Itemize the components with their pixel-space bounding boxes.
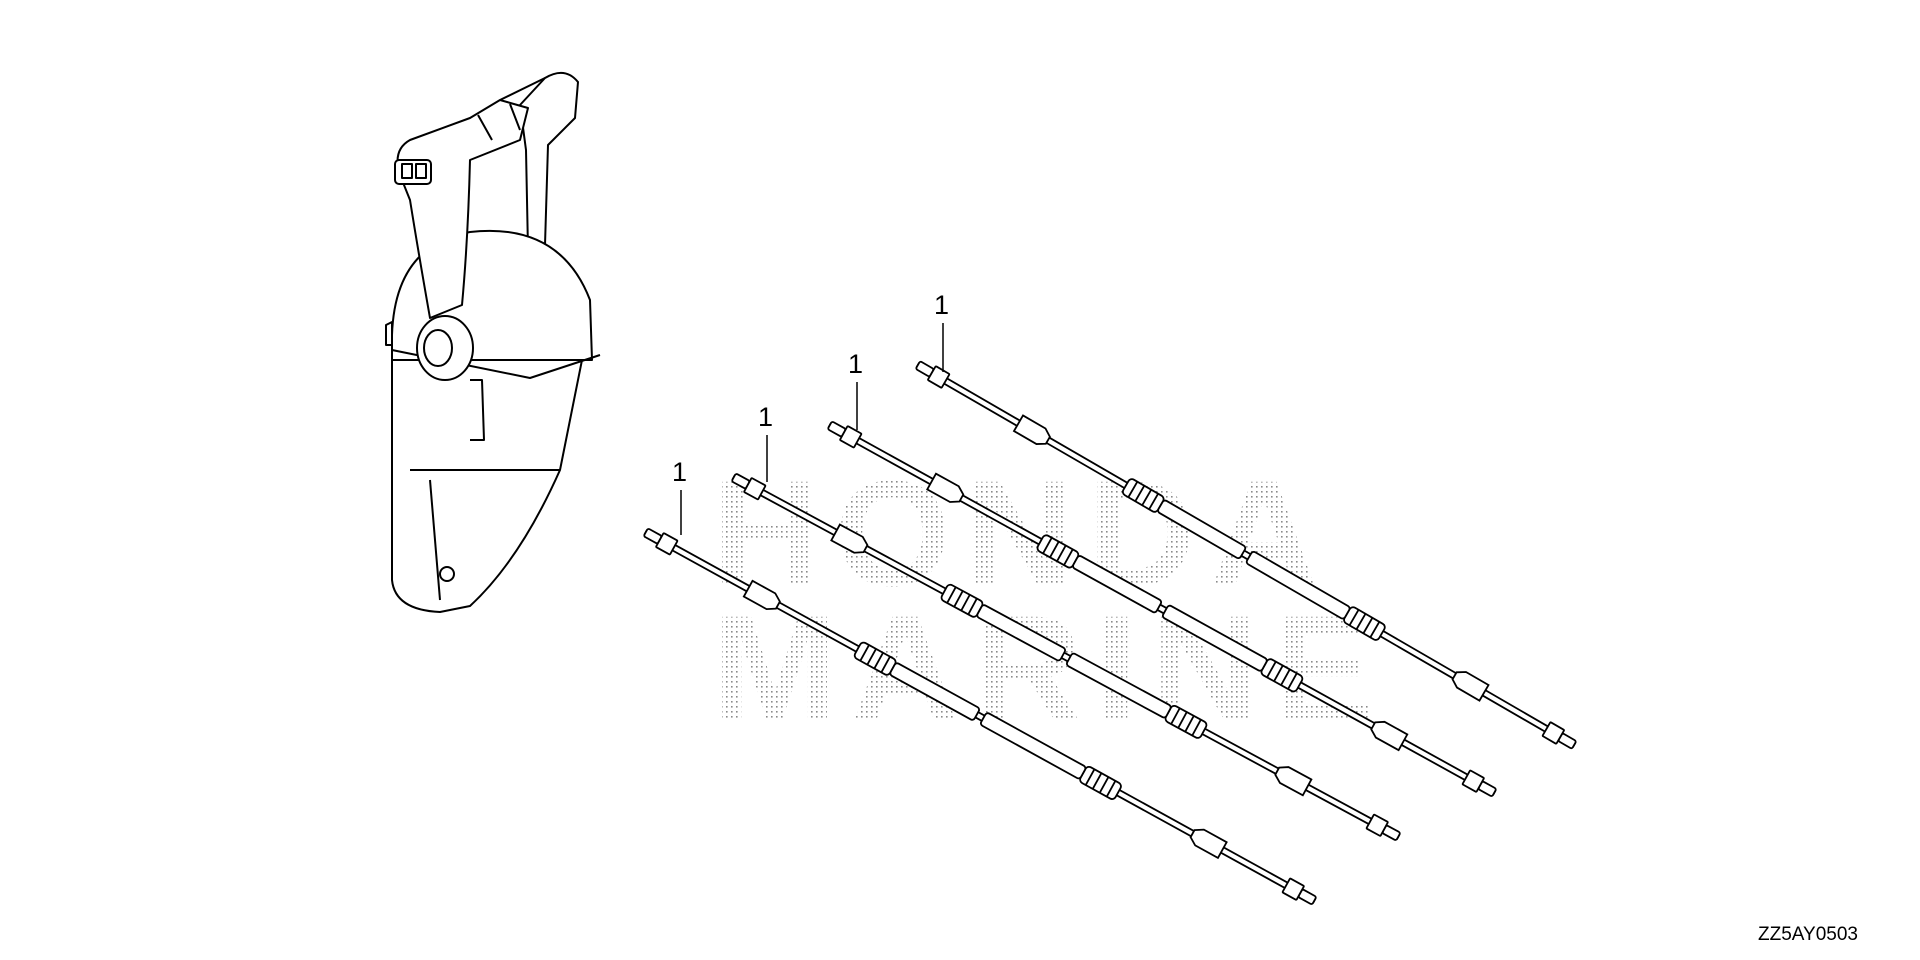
fitting-rib (1355, 613, 1367, 630)
control-cable[interactable] (641, 524, 1318, 908)
fitting-rib (1127, 481, 1139, 498)
hex-nut (1365, 813, 1389, 837)
ferrule (1274, 766, 1313, 797)
ferrule (926, 472, 965, 503)
hex-nut (1541, 721, 1565, 745)
ferrule (1370, 720, 1409, 752)
fitting-rib (859, 644, 870, 662)
fitting-rib (1348, 609, 1360, 626)
cable-sheath (889, 662, 980, 721)
fitting-rib (953, 590, 964, 608)
fitting-rib (1177, 711, 1188, 729)
fitting-rib (967, 598, 978, 615)
fitting-rib (880, 656, 891, 673)
hex-nut (839, 425, 863, 449)
fitting-rib (873, 652, 884, 669)
cable-sheath (980, 712, 1087, 780)
fitting-rib (1170, 707, 1181, 725)
control-cable[interactable] (729, 469, 1402, 844)
fitting-rib (960, 594, 971, 612)
ferrule (742, 579, 781, 611)
fitting-rib (866, 648, 877, 666)
fitting-rib (1049, 541, 1060, 558)
control-cable[interactable] (825, 417, 1498, 800)
callout-label: 1 (672, 457, 687, 487)
fitting-rib (1266, 661, 1277, 678)
fitting-rib (1105, 780, 1117, 798)
fitting-rib (1098, 776, 1110, 794)
callout-label: 1 (758, 402, 773, 432)
fitting-rib (1191, 719, 1202, 736)
honda-marine-watermark: HONDA MARINE (712, 449, 1374, 752)
fitting-rib (1063, 548, 1074, 566)
fitting-rib (1287, 672, 1298, 690)
control-cable[interactable] (913, 357, 1578, 753)
callouts: 1 1 1 1 (672, 290, 949, 535)
cable-sheath (1072, 555, 1163, 614)
fitting-rib (1362, 617, 1374, 634)
fitting-rib (1148, 493, 1159, 510)
cable-sheath (1161, 604, 1268, 672)
fitting-rib (1056, 545, 1067, 562)
hex-nut (655, 532, 679, 556)
callout-label: 1 (934, 290, 949, 320)
fitting-rib (1280, 668, 1291, 686)
fitting-rib (1273, 665, 1284, 682)
fitting-rib (1141, 489, 1152, 506)
hex-nut (1281, 877, 1305, 901)
cable-sheath (1157, 499, 1247, 560)
callout-label: 1 (848, 349, 863, 379)
fitting-rib (1184, 715, 1195, 733)
hex-nut (1461, 769, 1485, 793)
fitting-rib (1042, 537, 1053, 554)
fitting-rib (1134, 485, 1146, 502)
remote-control-box[interactable] (385, 71, 601, 613)
fitting-rib (946, 586, 957, 604)
fitting-rib (1369, 621, 1381, 638)
cable-sheath (1066, 652, 1172, 719)
cable-sheath (976, 604, 1066, 662)
hex-nut (743, 477, 767, 501)
ferrule (1451, 671, 1490, 702)
diagram-code: ZZ5AY0503 (1758, 924, 1858, 945)
ferrule (830, 523, 869, 554)
fitting-rib (1091, 772, 1103, 790)
fitting-rib (1084, 768, 1096, 786)
ferrule (1189, 828, 1228, 860)
ferrule (1012, 414, 1051, 445)
cable-sheath (1245, 550, 1351, 620)
